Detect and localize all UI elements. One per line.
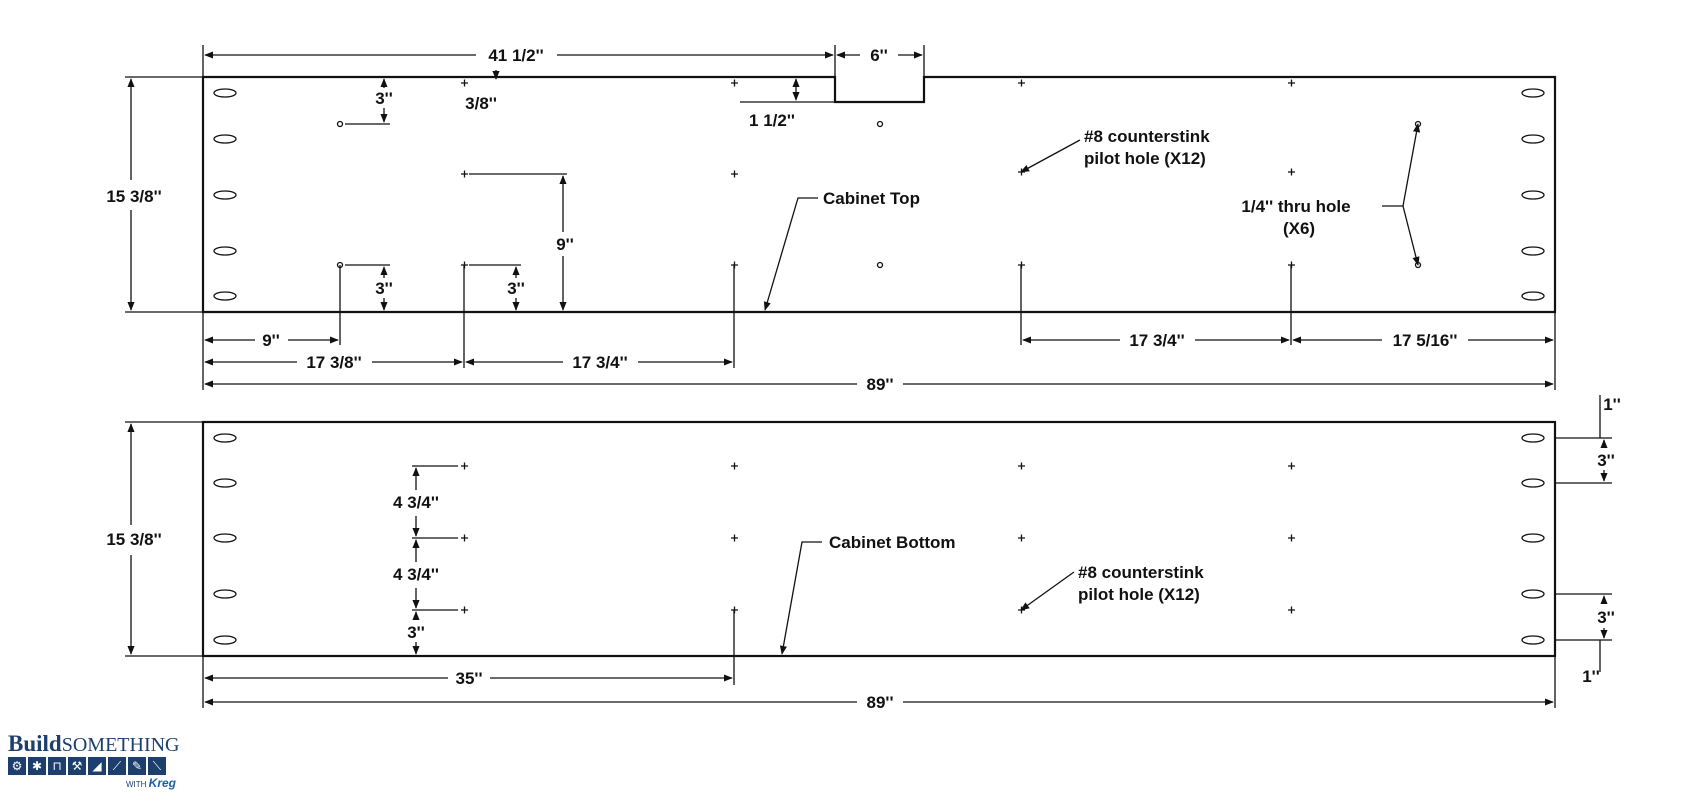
- top-notch-width-label: 6'': [870, 46, 888, 65]
- top-height-label: 15 3/8'': [106, 187, 161, 206]
- logo-title: BuildSOMETHING: [8, 731, 180, 756]
- top-leaders: [763, 123, 1421, 311]
- top-extension-lines: [125, 45, 1556, 390]
- top-hole-offset-top-label: 3'': [375, 89, 393, 108]
- hammer-icon: ⚒: [68, 757, 86, 775]
- top-col3-label: 17 3/4'': [1129, 331, 1184, 350]
- cabinet-bottom-panel: 15 3/8'' 4 3/4'' 4 3/4'' 3'' 35'' 89'' C…: [106, 395, 1621, 712]
- top-panel-slots: [213, 88, 1545, 301]
- bottom-panel-name-label: Cabinet Bottom: [829, 533, 956, 552]
- top-dimension-lines: [127, 51, 1554, 388]
- bottom-panel-slots: [213, 433, 1545, 645]
- bottom-leaders: [779, 541, 1075, 655]
- bottom-dimension-lines: [127, 423, 1608, 706]
- top-row-offset-bottom-label: 3'': [507, 279, 525, 298]
- bottom-slot-bottom-spacing-label: 3'': [1597, 608, 1615, 627]
- clamp-icon: ⊓: [48, 757, 66, 775]
- bottom-slot-bottom-edge-label: 1'': [1582, 667, 1600, 686]
- bottom-center-offset-label: 35'': [456, 669, 483, 688]
- buildsomething-kreg-logo: BuildSOMETHING ⚙ ✱ ⊓ ⚒ ◢ ⟋ ✎ ⟍ WITH Kreg: [8, 731, 193, 794]
- gear-icon: ✱: [28, 757, 46, 775]
- bottom-counterstink-line2: pilot hole (X12): [1078, 585, 1200, 604]
- logo-brand: WITH Kreg: [126, 776, 177, 790]
- top-panel-name-label: Cabinet Top: [823, 189, 920, 208]
- top-width-label: 89'': [867, 375, 894, 394]
- bottom-counterstink-line1: #8 counterstink: [1078, 563, 1204, 582]
- brush-icon: ✎: [128, 757, 146, 775]
- bottom-extension-lines: [125, 395, 1612, 708]
- top-hole-offset-bottom-label: 3'': [375, 279, 393, 298]
- top-row-spacing-label: 9'': [556, 235, 574, 254]
- bottom-panel-outline: [201, 420, 1557, 658]
- saw-blade-icon: ⚙: [8, 757, 26, 775]
- top-offset-small-label: 3/8'': [465, 94, 497, 113]
- top-hole-from-edge-label: 9'': [262, 331, 280, 350]
- top-thru-line2: (X6): [1283, 219, 1315, 238]
- bottom-row2-label: 4 3/4'': [393, 565, 439, 584]
- top-col2-label: 17 3/4'': [572, 353, 627, 372]
- top-notch-offset-label: 41 1/2'': [488, 46, 543, 65]
- top-thru-line1: 1/4'' thru hole: [1241, 197, 1350, 216]
- top-notch-depth-label: 1 1/2'': [749, 111, 795, 130]
- drill-icon: ◢: [88, 757, 106, 775]
- top-col1-label: 17 3/8'': [306, 353, 361, 372]
- bottom-width-label: 89'': [867, 693, 894, 712]
- logo-tool-icons: ⚙ ✱ ⊓ ⚒ ◢ ⟋ ✎ ⟍: [8, 757, 193, 775]
- top-col4-label: 17 5/16'': [1393, 331, 1458, 350]
- bottom-row3-label: 3'': [407, 623, 425, 642]
- bottom-row1-label: 4 3/4'': [393, 493, 439, 512]
- ruler-icon: ⟋: [108, 757, 126, 775]
- top-panel-pilot-holes: [461, 79, 1295, 269]
- bottom-height-label: 15 3/8'': [106, 530, 161, 549]
- cabinet-top-panel: 41 1/2'' 6'' 15 3/8'' 3'' 3/8'' 1 1/2'' …: [106, 45, 1557, 394]
- bottom-slot-top-spacing-label: 3'': [1597, 451, 1615, 470]
- bottom-slot-top-edge-label: 1'': [1603, 395, 1621, 414]
- tape-icon: ⟍: [148, 757, 166, 775]
- top-counterstink-line2: pilot hole (X12): [1084, 149, 1206, 168]
- top-counterstink-line1: #8 counterstink: [1084, 127, 1210, 146]
